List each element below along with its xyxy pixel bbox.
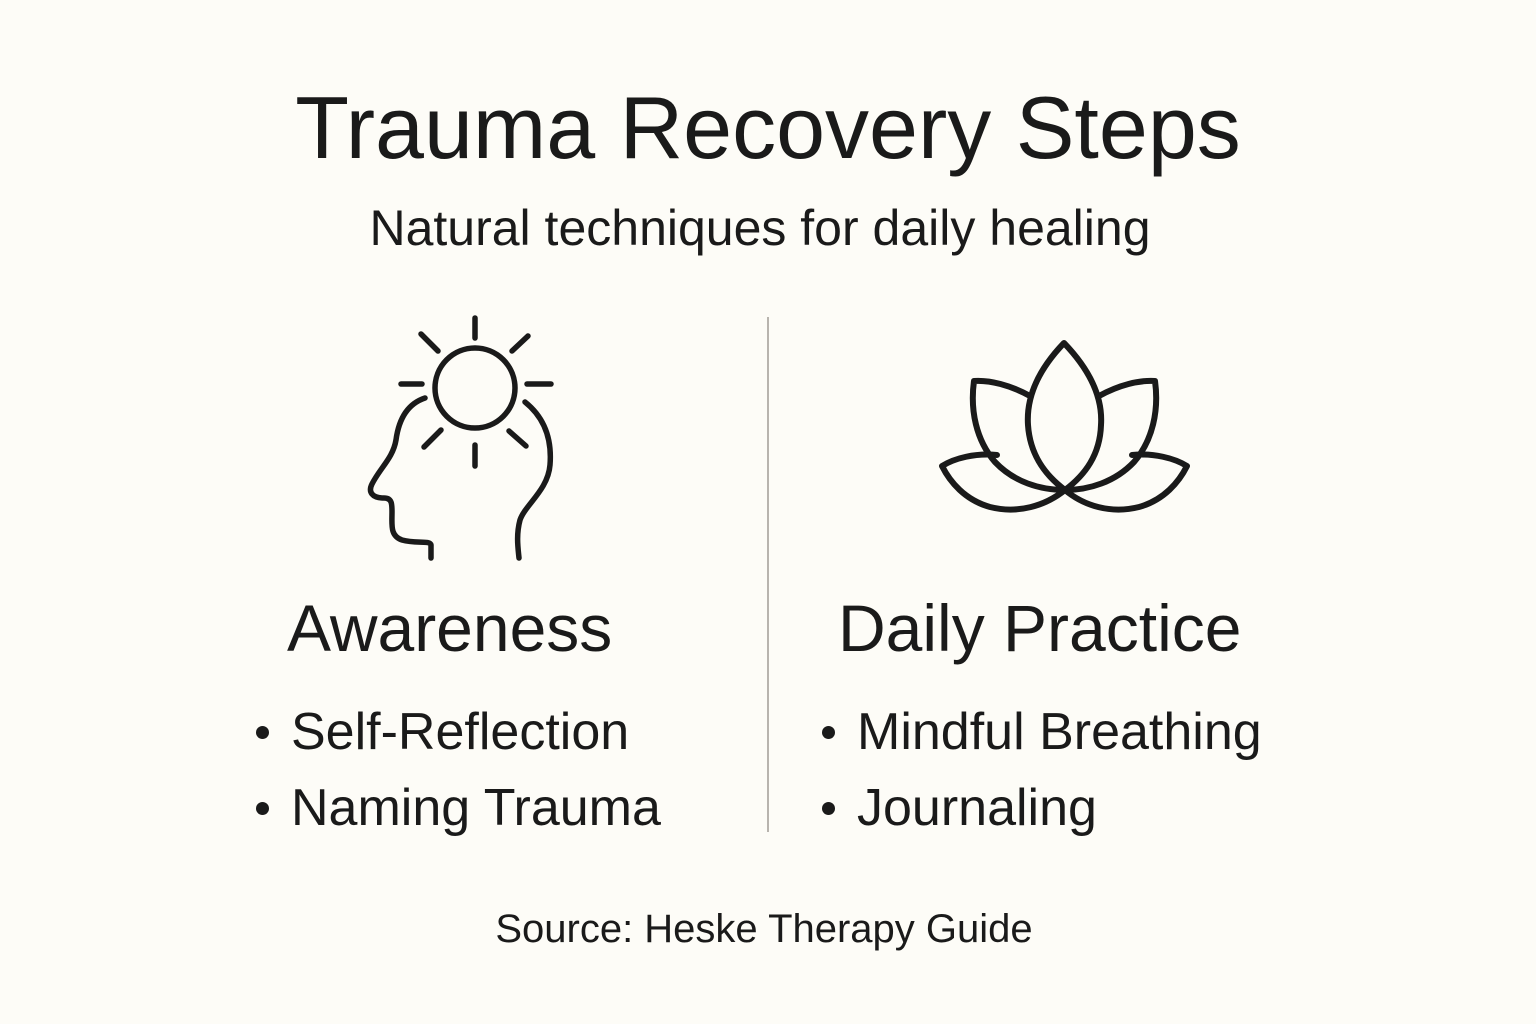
daily-practice-heading: Daily Practice bbox=[838, 591, 1242, 665]
source-credit: Source: Heske Therapy Guide bbox=[495, 907, 1033, 951]
head-with-sun-icon bbox=[360, 310, 580, 570]
daily-practice-list: Mindful Breathing Journaling bbox=[818, 694, 1262, 846]
awareness-list: Self-Reflection Naming Trauma bbox=[252, 694, 661, 846]
list-item-label: Self-Reflection bbox=[291, 703, 630, 761]
column-divider bbox=[767, 317, 769, 832]
list-item-label: Mindful Breathing bbox=[857, 703, 1262, 761]
awareness-heading: Awareness bbox=[287, 591, 613, 665]
lotus-icon bbox=[930, 330, 1200, 520]
bullet-icon bbox=[256, 801, 269, 815]
page-subtitle: Natural techniques for daily healing bbox=[369, 200, 1151, 256]
bullet-icon bbox=[822, 801, 835, 815]
page-title: Trauma Recovery Steps bbox=[295, 78, 1241, 177]
list-item: Mindful Breathing bbox=[818, 694, 1262, 770]
bullet-icon bbox=[256, 725, 269, 739]
list-item-label: Naming Trauma bbox=[291, 779, 661, 837]
list-item-label: Journaling bbox=[857, 779, 1097, 837]
bullet-icon bbox=[822, 725, 835, 739]
list-item: Naming Trauma bbox=[252, 770, 661, 846]
list-item: Journaling bbox=[818, 770, 1262, 846]
list-item: Self-Reflection bbox=[252, 694, 661, 770]
